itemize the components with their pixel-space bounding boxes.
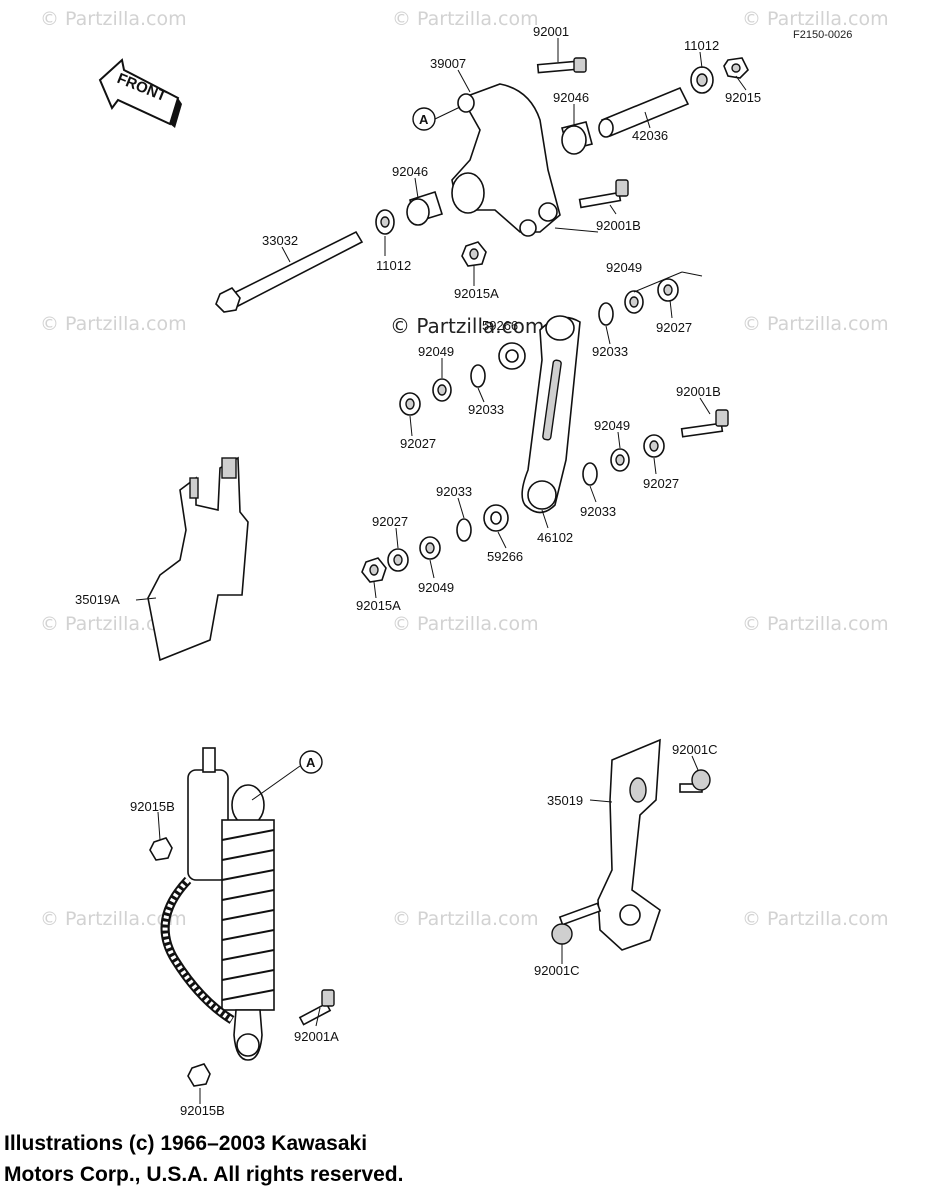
nut-92015B-top: [149, 837, 173, 861]
bolt-92001C-top: [679, 769, 711, 793]
watermark: © Partzilla.com: [742, 908, 889, 930]
part-label: 92001C: [534, 963, 580, 978]
bolt-92001B-top: [578, 179, 629, 209]
part-label: 46102: [537, 530, 573, 545]
bolt-92001: [536, 57, 587, 74]
part-label: 59266: [482, 318, 518, 333]
nut-92015A-top: [461, 241, 487, 267]
watermark: © Partzilla.com: [392, 613, 539, 635]
part-label: 92033: [592, 344, 628, 359]
watermark: © Partzilla.com: [40, 908, 187, 930]
bracket-35019: [597, 738, 661, 951]
bolt-33032: [215, 230, 364, 313]
copyright-footer: Illustrations (c) 1966–2003 Kawasaki Mot…: [4, 1128, 704, 1190]
part-label: 92001B: [676, 384, 721, 399]
part-label: 92033: [580, 504, 616, 519]
leader-lines: [135, 38, 747, 1104]
part-label: 92015A: [356, 598, 401, 613]
part-label: 92049: [418, 344, 454, 359]
part-label: 59266: [487, 549, 523, 564]
watermark: © Partzilla.com: [392, 908, 539, 930]
seal-11012-top: [690, 66, 714, 94]
reference-code: F2150-0026: [793, 29, 852, 41]
part-label: 92015: [725, 90, 761, 105]
part-label: 92049: [418, 580, 454, 595]
watermark: © Partzilla.com: [742, 313, 889, 335]
part-label: 92001C: [672, 742, 718, 757]
part-label: 42036: [632, 128, 668, 143]
part-label: 92027: [643, 476, 679, 491]
collar-92046-top: [561, 121, 593, 155]
front-arrow-icon: FRONT: [98, 58, 182, 128]
part-label: 92027: [656, 320, 692, 335]
part-label: 92033: [436, 484, 472, 499]
part-label: 92015B: [130, 799, 175, 814]
part-label: 92049: [606, 260, 642, 275]
watermark-center: © Partzilla.com: [390, 314, 544, 338]
cover-35019A: [147, 456, 249, 662]
part-label: 92027: [400, 436, 436, 451]
watermark: © Partzilla.com: [392, 8, 539, 30]
part-label: 92049: [594, 418, 630, 433]
watermark: © Partzilla.com: [40, 313, 187, 335]
part-label: 92001: [533, 24, 569, 39]
tie-rod-46102: [521, 315, 581, 514]
small-parts: [361, 278, 729, 583]
part-label: 92001A: [294, 1029, 339, 1044]
callout-a-top: A: [412, 106, 461, 131]
watermark: © Partzilla.com: [742, 613, 889, 635]
part-labels: 92001 39007 11012 92015 92046 42036 9204…: [75, 24, 761, 1118]
watermark: © Partzilla.com: [40, 613, 187, 635]
part-label: 92033: [468, 402, 504, 417]
part-label: 92046: [392, 164, 428, 179]
watermark: © Partzilla.com: [742, 8, 889, 30]
callout-a-label: A: [419, 112, 429, 127]
part-label: 39007: [430, 56, 466, 71]
watermarks: © Partzilla.com © Partzilla.com © Partzi…: [40, 8, 889, 930]
nut-92015B-low: [187, 1063, 211, 1087]
part-label: 92015A: [454, 286, 499, 301]
seal-11012-left: [375, 209, 395, 235]
collar-92046-left: [406, 190, 444, 226]
part-label: 35019: [547, 793, 583, 808]
part-label: 92027: [372, 514, 408, 529]
part-label: 35019A: [75, 592, 120, 607]
callout-a-label: A: [306, 755, 316, 770]
part-label: 11012: [376, 258, 411, 273]
part-label: 92001B: [596, 218, 641, 233]
copyright-line-2: Motors Corp., U.S.A. All rights reserved…: [4, 1163, 404, 1186]
bolt-92001A: [298, 989, 335, 1026]
nut-92015: [723, 57, 749, 79]
shock-absorber: [160, 747, 275, 1061]
copyright-line-1: Illustrations (c) 1966–2003 Kawasaki: [4, 1132, 368, 1155]
callout-a-lower: A: [251, 750, 323, 801]
part-label: 92046: [553, 90, 589, 105]
part-label: 33032: [262, 233, 298, 248]
part-label: 92015B: [180, 1103, 225, 1118]
watermark: © Partzilla.com: [40, 8, 187, 30]
rocker-arm: [451, 83, 561, 237]
part-label: 11012: [684, 38, 719, 53]
bolt-92001C-low: [551, 902, 602, 945]
